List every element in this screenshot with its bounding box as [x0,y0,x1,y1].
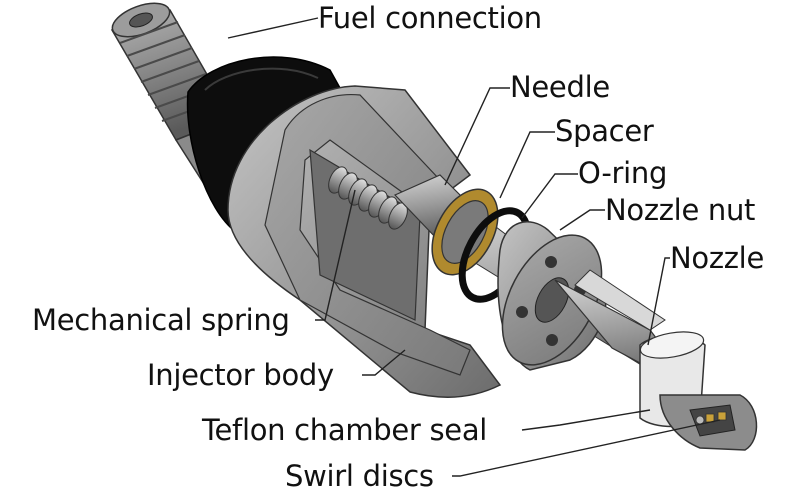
leader-teflon-seal [521,409,651,431]
label-injector-body: Injector body [147,358,334,392]
label-needle: Needle [510,70,610,104]
leader-nozzle-nut [559,209,605,231]
leader-mechanical-spring [315,189,356,321]
mechanical-spring-part [328,166,408,230]
label-spacer: Spacer [555,114,654,148]
leader-lines [227,17,721,477]
label-nozzle-nut: Nozzle nut [605,193,756,227]
nozzle-nut-part [497,221,607,371]
spacer-part [431,188,499,276]
label-teflon-chamber-seal: Teflon chamber seal [202,413,488,447]
leader-fuel-connection [227,17,319,39]
label-o-ring: O-ring [578,156,668,190]
label-nozzle: Nozzle [670,241,764,275]
label-mechanical-spring: Mechanical spring [32,303,290,337]
leader-nozzle [647,257,670,346]
leader-o-ring [521,173,578,219]
leader-swirl-discs [452,419,721,477]
leader-needle [444,87,510,186]
leader-spacer [499,131,555,199]
label-fuel-connection: Fuel connection [318,1,542,35]
leader-injector-body [362,349,406,376]
label-swirl-discs: Swirl discs [285,459,434,493]
